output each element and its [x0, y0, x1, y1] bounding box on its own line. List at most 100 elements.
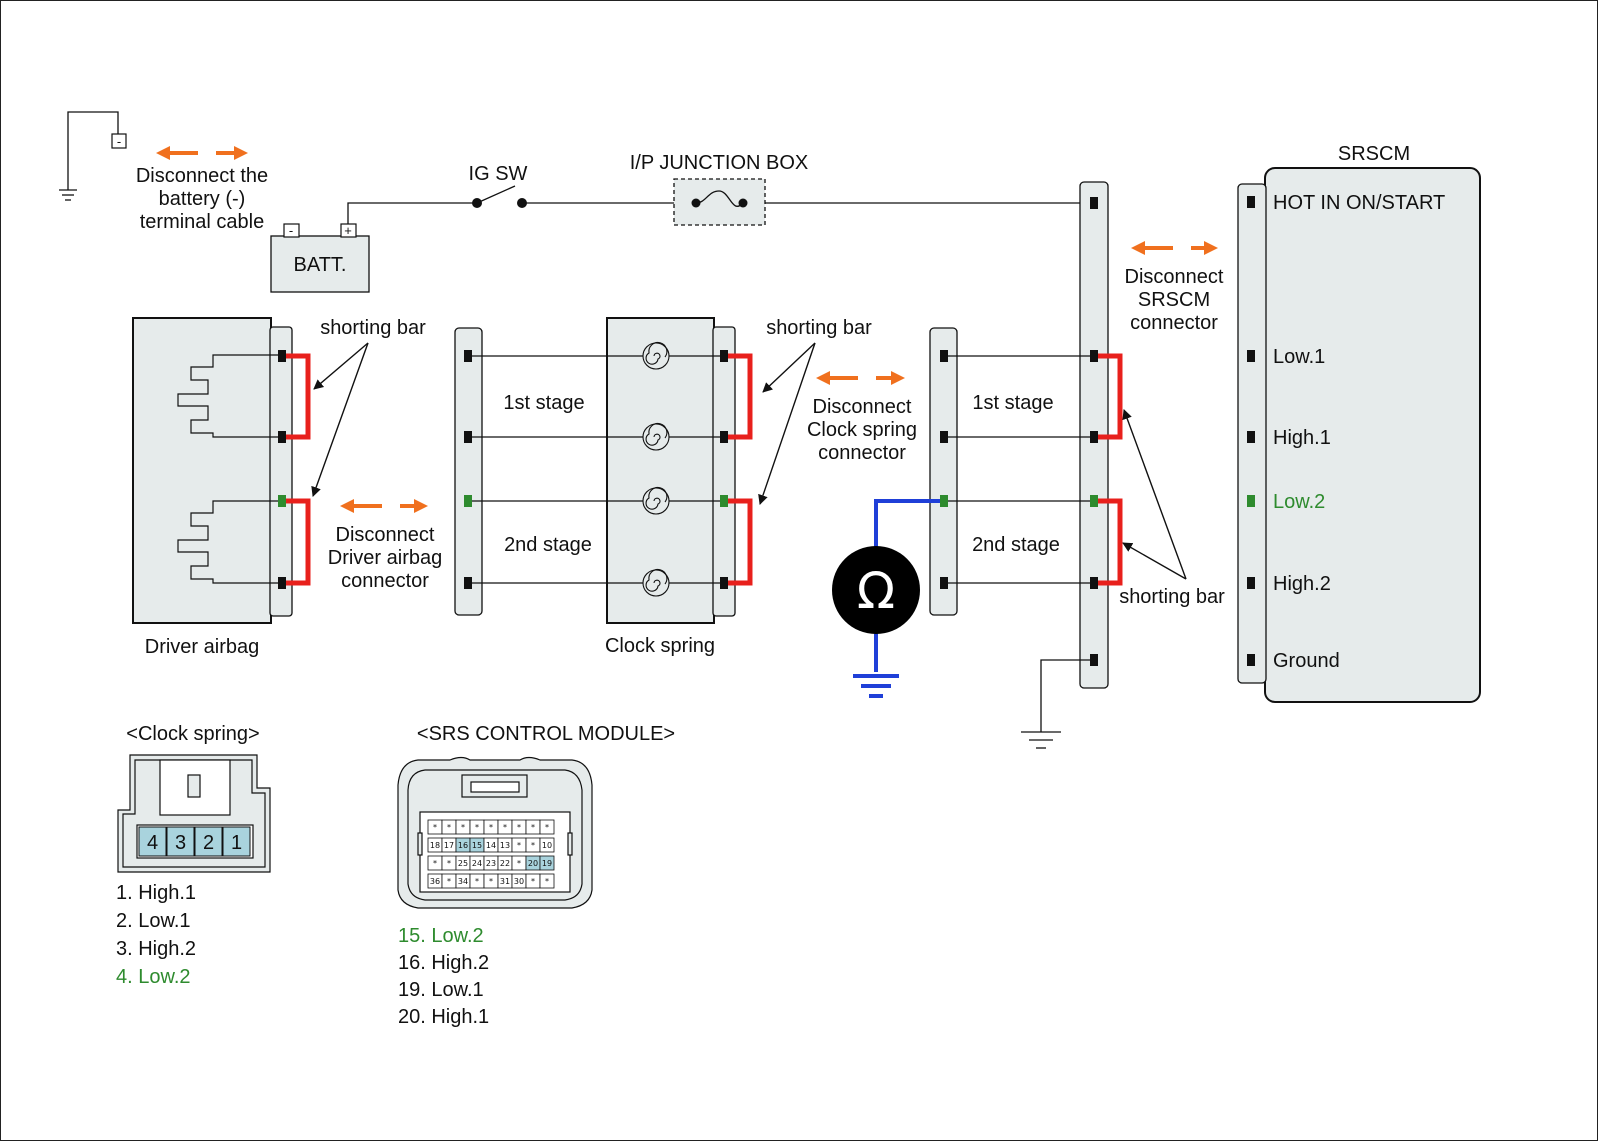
- srs-module-legend-item: 15. Low.2: [398, 925, 484, 947]
- harness-connector-pin: [1090, 431, 1098, 443]
- clock-spring-connector-pin-number: 4: [147, 832, 158, 854]
- srscm-pin-label: High.1: [1273, 427, 1331, 449]
- srs-connector-pin-number: 14: [486, 841, 496, 850]
- srs-connector-pin-number: 36: [430, 877, 440, 886]
- srs-connector-pin-number: *: [545, 823, 549, 832]
- battery-box: [270, 235, 370, 293]
- disconnect-driver-airbag-arrow-icon: [340, 499, 428, 513]
- clock-spring-connector-pin: [166, 826, 195, 857]
- battery-negative-post-icon: [283, 223, 300, 238]
- clock-spring-connector-pin-number: 1: [231, 832, 242, 854]
- srs-connector-pin-number: *: [433, 859, 437, 868]
- disconnect-battery-arrow-icon: [156, 146, 248, 160]
- srs-connector-pin-number: *: [489, 877, 493, 886]
- coil-icon: [642, 423, 670, 451]
- clock-spring-label: Clock spring: [605, 635, 715, 657]
- clock-spring-connector-pin: [194, 826, 223, 857]
- clock-spring-pin: [720, 350, 728, 362]
- srs-connector-pin: [539, 873, 555, 889]
- srscm-pin: [1247, 196, 1255, 208]
- srs-module-legend-item: 19. Low.1: [398, 979, 484, 1001]
- junction-box-label: I/P JUNCTION BOX: [630, 152, 809, 174]
- coil-icon: [642, 342, 670, 370]
- srs-connector-pin-number: *: [545, 877, 549, 886]
- shorting-bar-leader-arrow: [311, 342, 369, 497]
- harness-shorting-bar: [1098, 353, 1123, 440]
- clock-spring-harness-pin: [464, 495, 472, 507]
- clock-spring-legend-item: 1. High.1: [116, 882, 196, 904]
- battery-label: BATT.: [294, 254, 347, 276]
- srscm-harness-strip: [929, 327, 958, 616]
- ig-switch-contact-icon: [472, 198, 482, 208]
- coil-icon: [642, 569, 670, 597]
- harness-connector-pin: [1090, 654, 1098, 666]
- ohmmeter-symbol: Ω: [857, 562, 895, 620]
- srs-connector-pin-number: 22: [500, 859, 510, 868]
- battery-ground-icon: [59, 111, 119, 201]
- arrow-head-left-icon: [1131, 241, 1145, 255]
- srs-connector-pin-number: 30: [514, 877, 524, 886]
- srs-connector-pin-number: 19: [542, 859, 552, 868]
- srs-connector-pin-number: 15: [472, 841, 482, 850]
- srscm-disconnect-note-line2: SRSCM: [1138, 289, 1210, 311]
- clock-spring-legend-item: 3. High.2: [116, 938, 196, 960]
- srscm-disconnect-note-line1: Disconnect: [1125, 266, 1224, 288]
- clock-spring-connector-pin-number: 3: [175, 832, 186, 854]
- srs-connector-pin-number: 10: [542, 841, 552, 850]
- srscm-title: SRSCM: [1338, 143, 1410, 165]
- srs-connector-pin-number: *: [433, 823, 437, 832]
- srs-connector-pin-number: *: [531, 877, 535, 886]
- shorting-bar-leader-arrow: [1122, 409, 1187, 580]
- srs-connector-pin-number: 20: [528, 859, 538, 868]
- arrow-head-right-icon: [414, 499, 428, 513]
- arrow-head-left-icon: [340, 499, 354, 513]
- clock-spring-disconnect-note-line3: connector: [818, 442, 906, 464]
- harness-connector-pin: [1090, 197, 1098, 209]
- driver-airbag-disconnect-note-line3: connector: [341, 570, 429, 592]
- clock-spring-legend-item: 4. Low.2: [116, 966, 191, 988]
- shorting-bar-leader-arrow: [758, 342, 816, 505]
- srs-connector-pin-number: 31: [500, 877, 510, 886]
- srs-connector-pin-number: *: [517, 823, 521, 832]
- driver-airbag-pin: [278, 495, 286, 507]
- harness-shorting-bar-label: shorting bar: [1119, 586, 1225, 608]
- harness-stage2-label: 2nd stage: [972, 534, 1060, 556]
- arrow-head-right-icon: [234, 146, 248, 160]
- arrow-head-right-icon: [1204, 241, 1218, 255]
- arrow-head-left-icon: [156, 146, 170, 160]
- srs-connector-pin-number: 17: [444, 841, 454, 850]
- srs-connector-pin-number: *: [447, 877, 451, 886]
- srs-connector-pin-number: 13: [500, 841, 510, 850]
- driver-airbag-pin: [278, 577, 286, 589]
- srs-connector-pin: [539, 837, 555, 853]
- battery-disconnect-note-line2: battery (-): [159, 188, 246, 210]
- srs-connector-pin-number: 34: [458, 877, 468, 886]
- srs-connector-pin-number: *: [517, 859, 521, 868]
- meter-lead-icon: [853, 499, 944, 698]
- clock-spring-harness-pin: [464, 350, 472, 362]
- harness-connector-pin: [1090, 577, 1098, 589]
- ig-switch-contact-icon: [517, 198, 527, 208]
- clock-spring-shorting-bar-label: shorting bar: [766, 317, 872, 339]
- srs-connector-pin-number: 23: [486, 859, 496, 868]
- srscm-pin-label: Ground: [1273, 650, 1340, 672]
- clock-spring-legend-item: 2. Low.1: [116, 910, 191, 932]
- srs-module-connector-title: <SRS CONTROL MODULE>: [417, 723, 675, 745]
- srscm-pin: [1247, 654, 1255, 666]
- clock-spring-harness-pin: [464, 577, 472, 589]
- clock-spring-disconnect-note-line2: Clock spring: [807, 419, 917, 441]
- srscm-pin: [1247, 495, 1255, 507]
- srscm-harness-pin: [940, 431, 948, 443]
- shorting-bar-leader-arrow: [1122, 542, 1187, 580]
- disconnect-srscm-arrow-icon: [1131, 241, 1218, 255]
- srs-connector-pin-number: *: [531, 841, 535, 850]
- srscm-pin: [1247, 431, 1255, 443]
- srs-module-legend-item: 20. High.1: [398, 1006, 489, 1028]
- clock-spring-disconnect-note-line1: Disconnect: [813, 396, 912, 418]
- coil-icon: [642, 487, 670, 515]
- clock-spring-shorting-bar: [728, 498, 753, 586]
- shorting-bar-leader-arrow: [762, 342, 816, 393]
- driver-airbag-shorting-bar: [286, 498, 311, 586]
- driver-airbag-pin: [278, 431, 286, 443]
